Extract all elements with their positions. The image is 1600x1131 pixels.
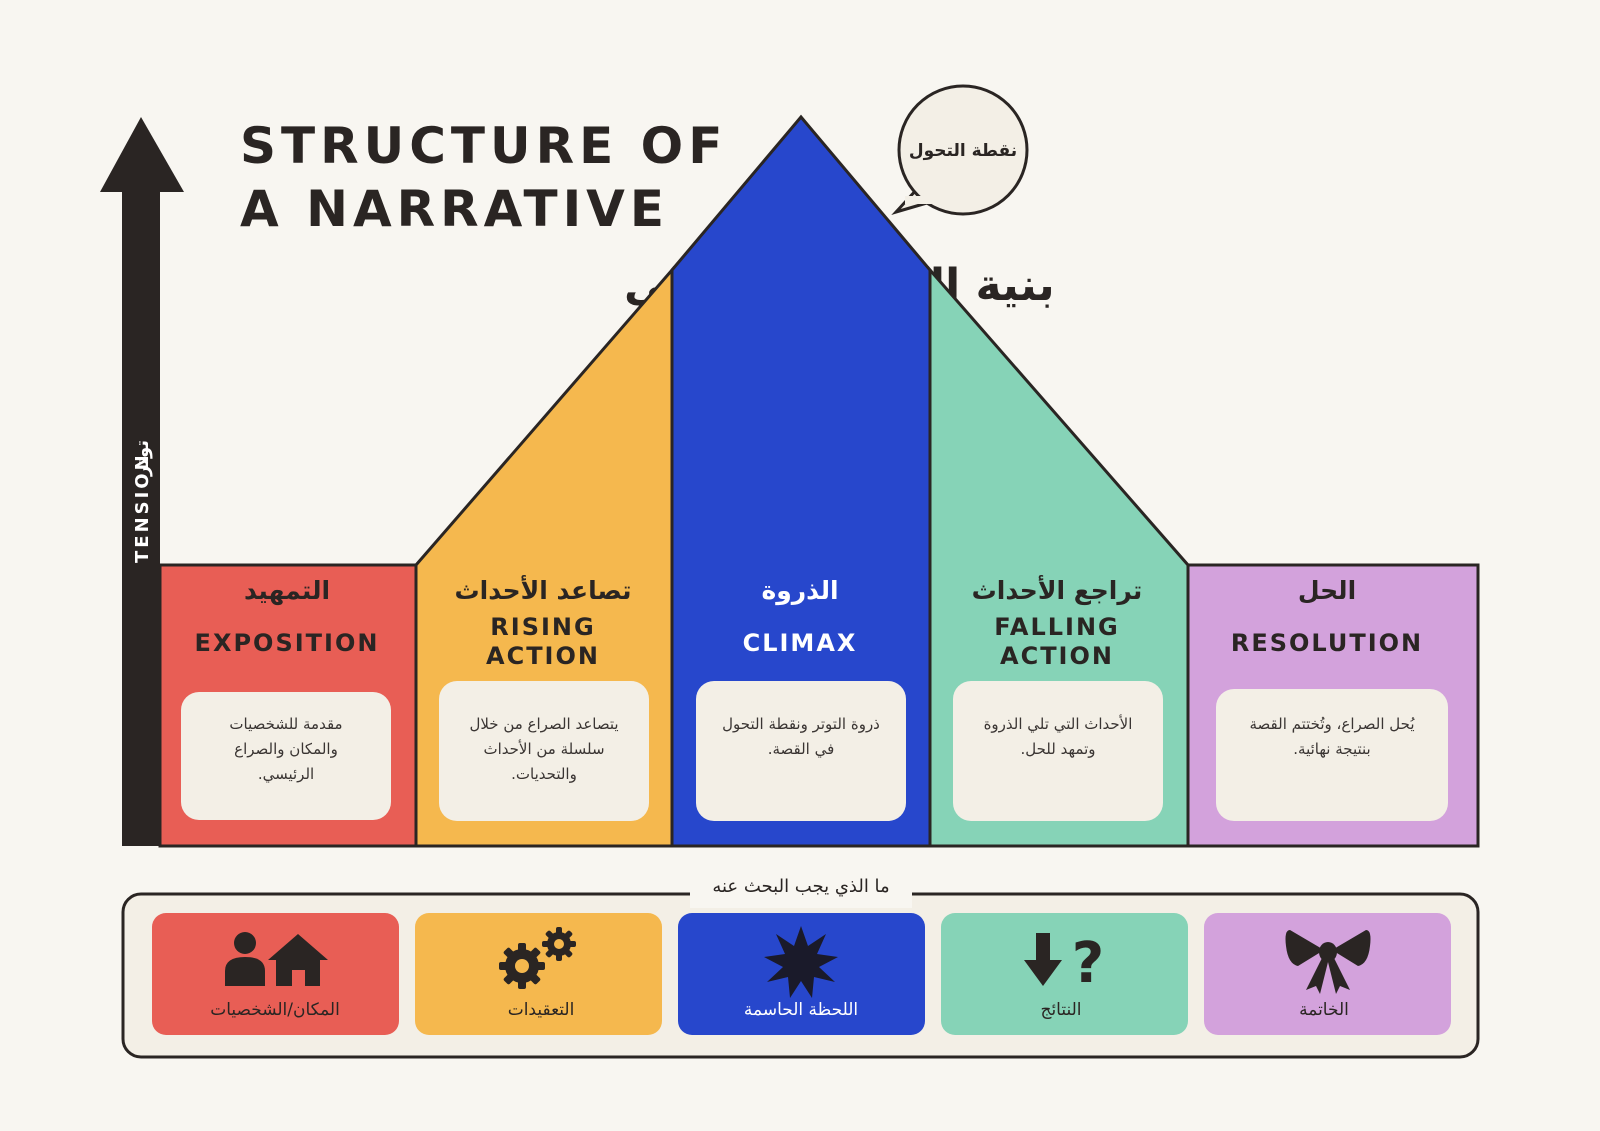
stage-rising-action-title-en: RISING [490, 613, 595, 641]
legend-title: ما الذي يجب البحث عنه [712, 876, 889, 897]
legend-item-decisive-moment: اللحظة الحاسمة [678, 913, 925, 1035]
stage-falling-action-title-ar: تراجع الأحداث [972, 575, 1143, 606]
legend-item-ending: الخاتمة [1204, 913, 1451, 1035]
stage-exposition-desc-line: والمكان والصراع [234, 740, 338, 758]
title-line-2: A NARRATIVE [240, 180, 669, 238]
svg-text:?: ? [1072, 931, 1104, 996]
turning-point-bubble: نقطة التحول [891, 84, 1029, 216]
legend-item-setting-label: المكان/الشخصيات [210, 1000, 340, 1020]
stage-falling-action-title-en: ACTION [1000, 642, 1114, 670]
stage-exposition-title-ar: التمهيد [244, 576, 330, 606]
stage-resolution-card [1216, 689, 1448, 821]
legend-item-setting: المكان/الشخصيات [152, 913, 399, 1035]
stage-exposition: التمهيد EXPOSITION مقدمة للشخصيات والمكا… [181, 576, 391, 820]
stage-resolution-desc-line: بنتيجة نهائية. [1293, 740, 1370, 758]
tension-axis: TENSION توتر [100, 117, 184, 846]
stage-resolution-title-en: RESOLUTION [1231, 629, 1423, 657]
stage-climax-desc-line: في القصة. [768, 740, 835, 759]
legend: ما الذي يجب البحث عنه المكان/الشخصيات [121, 876, 1480, 1059]
stage-exposition-card [181, 692, 391, 820]
legend-item-consequences-bg [941, 913, 1188, 1035]
stage-rising-action-desc-line: سلسلة من الأحداث [483, 739, 604, 758]
stage-climax-title-ar: الذروة [761, 576, 838, 606]
stage-rising-action-desc-line: يتصاعد الصراع من خلال [469, 715, 618, 733]
stage-climax: الذروة CLIMAX ذروة التوتر ونقطة التحول ف… [696, 576, 906, 821]
stage-falling-action-desc-line: وتمهد للحل. [1021, 740, 1096, 758]
stage-exposition-title-en: EXPOSITION [195, 629, 380, 657]
stage-climax-title-en: CLIMAX [743, 629, 858, 657]
arrow-question-icon: ? [1024, 931, 1104, 996]
legend-item-decisive-moment-label: اللحظة الحاسمة [744, 1000, 858, 1020]
bow-icon [1285, 930, 1371, 994]
legend-item-consequences-label: النتائج [1040, 1000, 1081, 1020]
stage-falling-action-title-en: FALLING [994, 613, 1120, 641]
stage-exposition-desc-line: الرئيسي. [258, 765, 314, 784]
starburst-icon [764, 926, 838, 998]
stage-rising-action: تصاعد الأحداث RISING ACTION يتصاعد الصرا… [439, 575, 649, 821]
legend-item-complications-bg [415, 913, 662, 1035]
legend-item-complications: التعقيدات [415, 913, 662, 1035]
stage-falling-action-card [953, 681, 1163, 821]
stage-climax-card [696, 681, 906, 821]
legend-title-backdrop [690, 880, 912, 908]
stage-falling-action-desc-line: الأحداث التي تلي الذروة [984, 714, 1133, 734]
axis-label-ar: توتر [132, 440, 153, 477]
stage-falling-action: تراجع الأحداث FALLING ACTION الأحداث الت… [953, 575, 1163, 821]
stage-resolution-desc-line: يُحل الصراع، وتُختتم القصة [1249, 715, 1414, 733]
stage-exposition-desc-line: مقدمة للشخصيات [229, 715, 342, 733]
person-house-icon [225, 932, 328, 986]
axis-arrowhead-icon [100, 117, 184, 192]
stage-climax-desc-line: ذروة التوتر ونقطة التحول [722, 715, 880, 733]
stage-rising-action-title-ar: تصاعد الأحداث [455, 575, 632, 605]
bubble-circle [897, 84, 1029, 216]
stage-rising-action-title-en: ACTION [486, 642, 600, 670]
stage-resolution: الحل RESOLUTION يُحل الصراع، وتُختتم الق… [1216, 576, 1448, 821]
legend-item-setting-bg [152, 913, 399, 1035]
axis-shaft [122, 186, 160, 846]
gears-icon [499, 927, 576, 989]
bubble-tail-joint [905, 196, 945, 204]
legend-item-ending-label: الخاتمة [1299, 1000, 1349, 1020]
stage-rising-action-card [439, 681, 649, 821]
legend-item-consequences: ? النتائج [941, 913, 1188, 1035]
stage-resolution-title-ar: الحل [1298, 576, 1356, 605]
title-line-1: STRUCTURE OF [240, 117, 727, 175]
axis-label-en: TENSION [132, 452, 153, 563]
legend-item-complications-label: التعقيدات [508, 1000, 575, 1020]
legend-item-ending-bg [1204, 913, 1451, 1035]
turning-point-label: نقطة التحول [909, 141, 1017, 161]
stage-rising-action-desc-line: والتحديات. [511, 765, 577, 783]
